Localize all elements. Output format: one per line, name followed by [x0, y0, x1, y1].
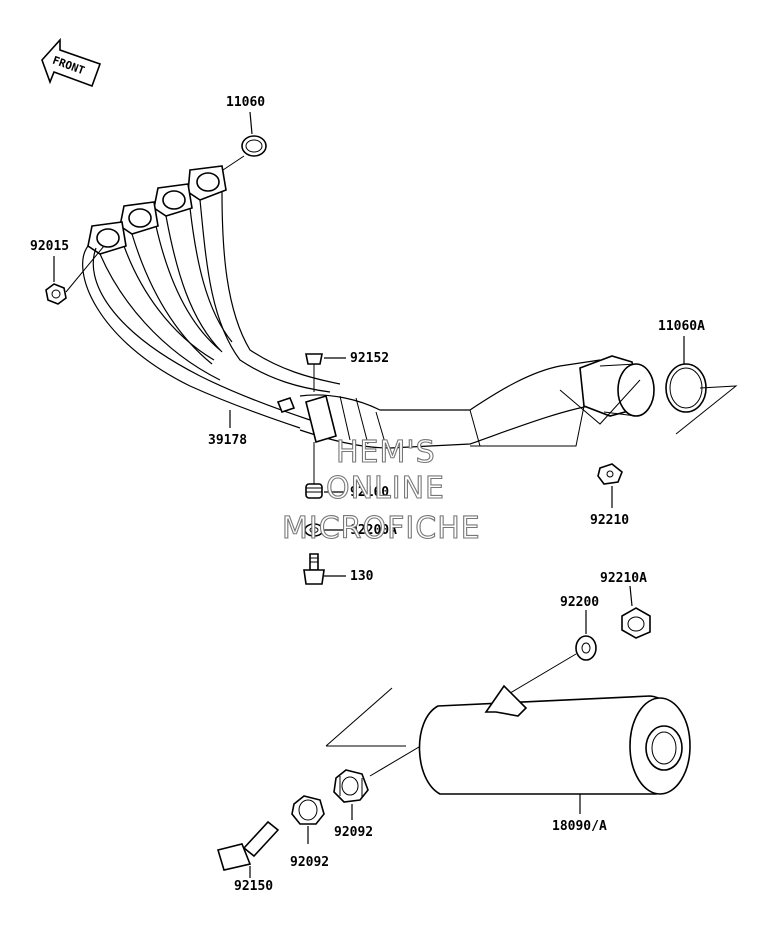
- bolt-92152[interactable]: [305, 353, 323, 392]
- nut-92210[interactable]: [597, 463, 623, 485]
- label-92210[interactable]: 92210: [590, 513, 629, 528]
- nut-92210A[interactable]: [621, 607, 651, 639]
- label-92160[interactable]: 92160: [350, 485, 389, 500]
- label-92015[interactable]: 92015: [30, 239, 69, 254]
- label-92210A[interactable]: 92210A: [600, 571, 647, 586]
- leader-outlet-bracket: [559, 379, 641, 425]
- grommet-92092-right[interactable]: [333, 769, 369, 803]
- muffler-18090A[interactable]: [418, 684, 691, 795]
- nut-92015[interactable]: [45, 283, 67, 305]
- label-11060[interactable]: 11060: [226, 95, 265, 110]
- leader-muffler-bracket-a: [325, 687, 393, 747]
- label-92152[interactable]: 92152: [350, 351, 389, 366]
- label-92150[interactable]: 92150: [234, 879, 273, 894]
- label-92092-right[interactable]: 92092: [334, 825, 373, 840]
- label-39178[interactable]: 39178: [208, 433, 247, 448]
- leader-92210A: [629, 585, 633, 607]
- grommet-92092-left[interactable]: [291, 795, 325, 825]
- leader-92015-to-flange: [65, 245, 105, 293]
- watermark-line1: HEM'S: [336, 435, 436, 470]
- bolt-92150[interactable]: [216, 820, 280, 871]
- label-92092-left[interactable]: 92092: [290, 855, 329, 870]
- washer-92200A[interactable]: [304, 523, 324, 537]
- leader-11060: [249, 111, 253, 135]
- label-92200A[interactable]: 92200A: [350, 523, 397, 538]
- gasket-11060[interactable]: [241, 135, 267, 157]
- watermark-line2: ONLINE: [326, 471, 445, 506]
- leader-11060A-bracket: [675, 385, 738, 435]
- label-130[interactable]: 130: [350, 569, 374, 584]
- washer-92200[interactable]: [575, 635, 597, 661]
- front-arrow-icon: FRONT: [41, 37, 102, 88]
- spring-92160[interactable]: [305, 442, 323, 499]
- watermark-line3: MICROFICHE: [282, 511, 481, 546]
- watermark: HEM'S ONLINE MICROFICHE: [281, 434, 481, 546]
- label-92200[interactable]: 92200: [560, 595, 599, 610]
- header-pipes-39178[interactable]: [82, 165, 655, 449]
- label-18090A[interactable]: 18090/A: [552, 819, 607, 834]
- bolt-130[interactable]: [303, 553, 325, 585]
- label-11060A[interactable]: 11060A: [658, 319, 705, 334]
